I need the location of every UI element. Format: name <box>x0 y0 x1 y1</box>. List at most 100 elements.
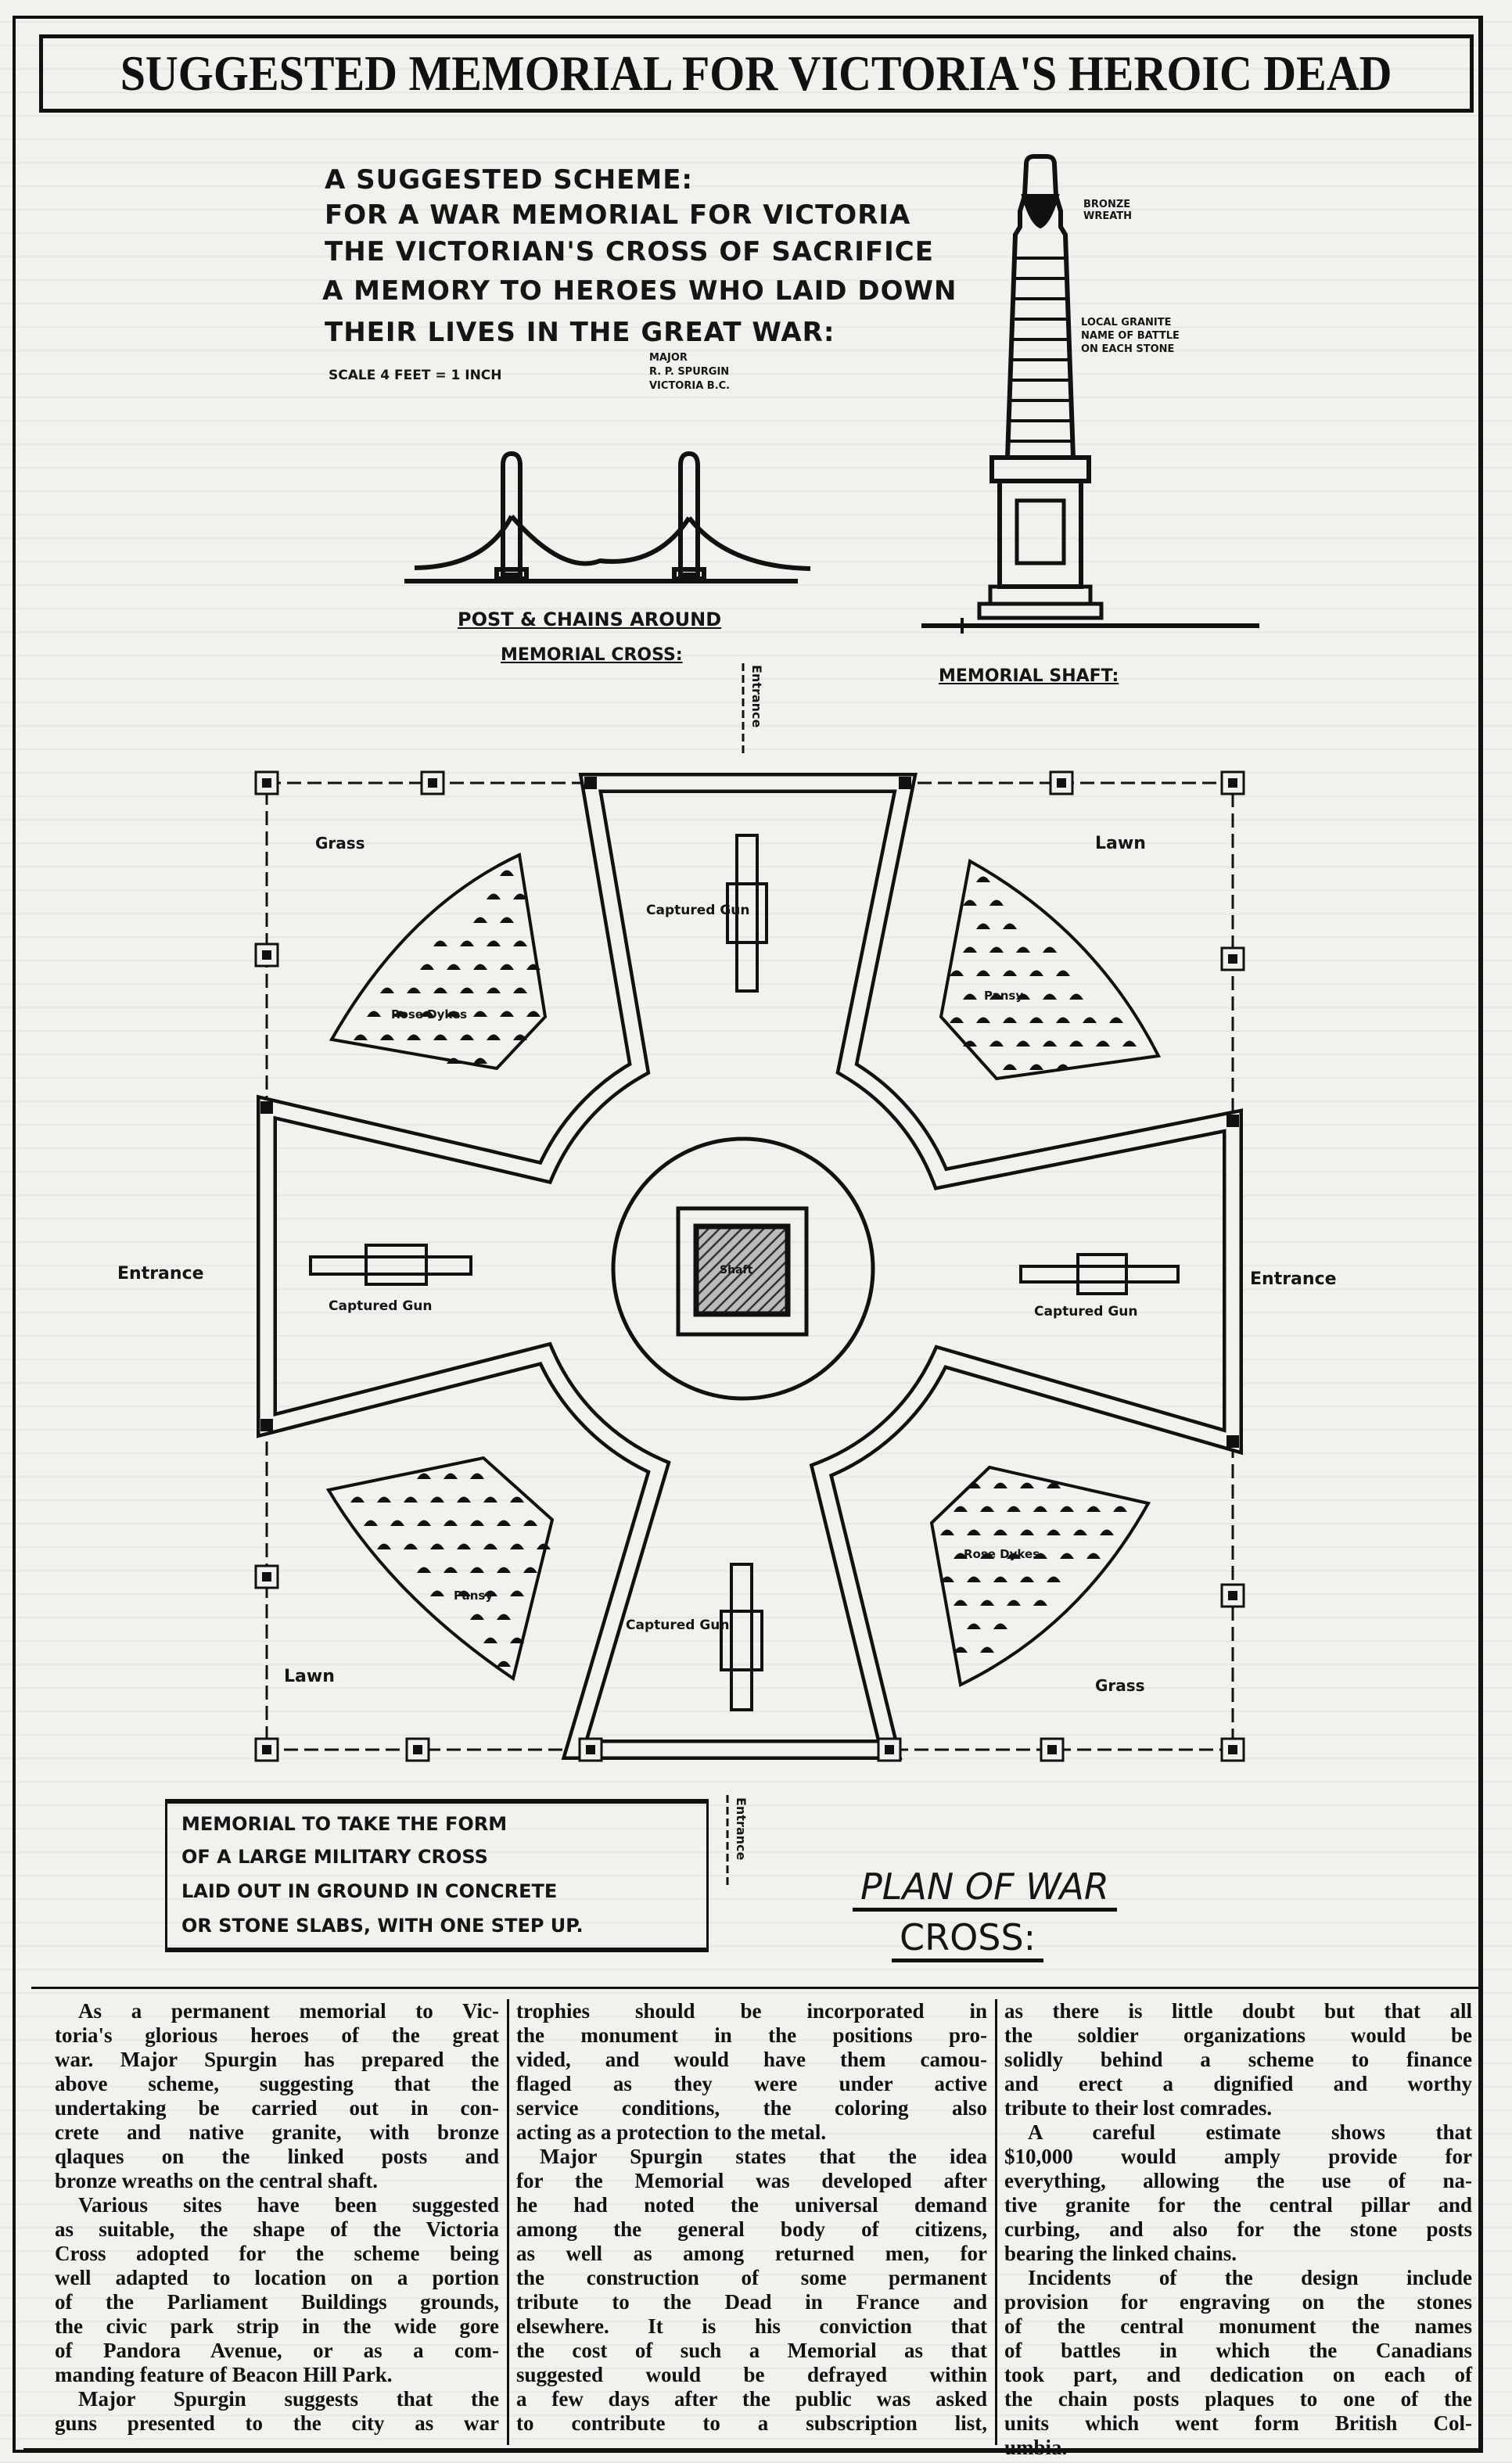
shrub-mark <box>444 1567 458 1573</box>
plan-of-war-cross <box>254 770 1245 1762</box>
article-line: the monument in the positions pro- <box>516 2023 987 2047</box>
signature-place: Victoria B.C. <box>649 380 731 392</box>
shrub-mark <box>367 1011 381 1017</box>
shrub-mark <box>404 1496 418 1503</box>
shrub-mark <box>1047 1576 1061 1582</box>
chain-post-core <box>586 1745 595 1754</box>
article-line: service conditions, the coloring also <box>516 2096 987 2120</box>
chain-post-core <box>413 1745 422 1754</box>
shrub-mark <box>1113 1506 1127 1512</box>
shrub-mark <box>1020 1529 1034 1535</box>
article-line: as well as among returned men, for <box>516 2242 987 2265</box>
cross-corner-post <box>1226 1115 1239 1127</box>
shrub-mark <box>364 1520 378 1526</box>
article-line: the chain posts plaques to one of the <box>1004 2387 1472 2411</box>
shrub-mark <box>393 1011 408 1017</box>
shrub-mark <box>1060 1506 1074 1512</box>
note-line-1: Memorial to take the form <box>181 1813 508 1835</box>
chain-post-core <box>1047 1745 1057 1754</box>
shrub-mark <box>487 893 501 899</box>
grass-label-top: Grass <box>315 834 365 853</box>
shrub-mark <box>433 987 447 993</box>
shrub-mark <box>940 1529 954 1535</box>
shrub-mark <box>354 1034 368 1040</box>
captured-gun-label-left: Captured Gun <box>329 1298 433 1314</box>
shrub-mark <box>380 987 394 993</box>
shrub-mark <box>1069 993 1083 1000</box>
shrub-mark <box>483 1496 497 1503</box>
shrub-mark <box>510 1543 524 1549</box>
shrub-mark <box>487 987 501 993</box>
shrub-mark <box>497 1614 511 1620</box>
shaft-label-wreath: Bronze Wreath <box>1083 199 1133 222</box>
entrance-label-left: Entrance <box>117 1264 204 1284</box>
note-box <box>165 1799 709 1952</box>
captured-gun-bottom <box>720 1563 763 1711</box>
shrub-mark <box>430 1496 444 1503</box>
shrub-mark <box>1047 1482 1061 1488</box>
shrub-mark <box>993 1529 1007 1535</box>
shrub-mark <box>1033 1553 1047 1559</box>
article-line: Major Spurgin suggests that the <box>78 2387 499 2411</box>
shrub-mark <box>430 1543 444 1549</box>
article-line: the construction of some permanent <box>516 2266 987 2289</box>
article-line: as there is little doubt but that all <box>1004 1999 1472 2023</box>
memorial-shaft-caption: Memorial Shaft: <box>939 666 1119 686</box>
shrub-mark <box>470 1567 484 1573</box>
shrub-mark <box>444 1520 458 1526</box>
shrub-mark <box>537 1543 551 1549</box>
shrub-mark <box>989 993 1004 1000</box>
shrub-mark <box>1056 1064 1070 1070</box>
article-line: suggested would be defrayed within <box>516 2363 987 2386</box>
article-line: acting as a protection to the metal. <box>516 2120 827 2144</box>
article-line: As a permanent memorial to Vic- <box>78 1999 499 2023</box>
shrub-mark <box>483 1543 497 1549</box>
flower-bed-bottom-right <box>929 1465 1151 1687</box>
shrub-mark <box>1003 1017 1017 1023</box>
shrub-mark <box>1043 993 1057 1000</box>
article-line: of the Parliament Buildings grounds, <box>55 2290 499 2314</box>
article-line: above scheme, suggesting that the <box>55 2072 499 2095</box>
shrub-mark <box>989 1040 1004 1047</box>
rose-bed-label-top: Rose Dykes <box>391 1007 467 1021</box>
entrance-label-bottom: Entrance <box>734 1797 749 1861</box>
shaft-label-granite-3: on Each Stone <box>1081 343 1175 355</box>
column-rule-1 <box>507 1999 509 2445</box>
chain-post <box>254 1564 279 1589</box>
article-line: bronze wreaths on the central shaft. <box>55 2169 378 2192</box>
chain-post <box>877 1737 902 1762</box>
scheme-heading-line-2: for a War Memorial for Victoria <box>325 199 911 231</box>
entrance-label-top: Entrance <box>749 665 764 728</box>
article-line: elsewhere. It is his conviction that <box>516 2314 987 2338</box>
shrub-mark <box>350 1496 365 1503</box>
shrub-mark <box>497 1567 511 1573</box>
chain-post-core <box>428 778 437 788</box>
shrub-mark <box>500 870 514 876</box>
shrub-mark <box>460 1034 474 1040</box>
shrub-mark <box>1016 946 1030 953</box>
shrub-mark <box>1007 1600 1021 1606</box>
article-line: among the general body of citizens, <box>516 2217 987 2241</box>
shrub-mark <box>967 1529 981 1535</box>
grass-label-bottom: Grass <box>1095 1676 1145 1695</box>
article-line: Incidents of the design include <box>1028 2266 1472 2289</box>
shrub-mark <box>513 1034 527 1040</box>
shrub-mark <box>1003 1064 1017 1070</box>
shrub-mark <box>523 1520 537 1526</box>
shrub-mark <box>510 1637 524 1643</box>
article-line: crete and native granite, with bronze <box>55 2120 499 2144</box>
scale-note: Scale 4 feet = 1 inch <box>329 368 502 383</box>
shrub-mark <box>963 899 977 906</box>
shrub-mark <box>976 923 990 929</box>
note-line-2: of a Large Military Cross <box>181 1846 488 1868</box>
chain-post <box>1040 1737 1065 1762</box>
chain-post-core <box>885 1745 894 1754</box>
shrub-mark <box>417 1520 431 1526</box>
chain-post-core <box>1228 1591 1237 1600</box>
shrub-mark <box>963 1040 977 1047</box>
shrub-mark <box>954 1506 968 1512</box>
chain-post-core <box>262 1745 271 1754</box>
shrub-mark <box>1086 1553 1101 1559</box>
shrub-mark <box>1016 1040 1030 1047</box>
shrub-mark <box>377 1543 391 1549</box>
